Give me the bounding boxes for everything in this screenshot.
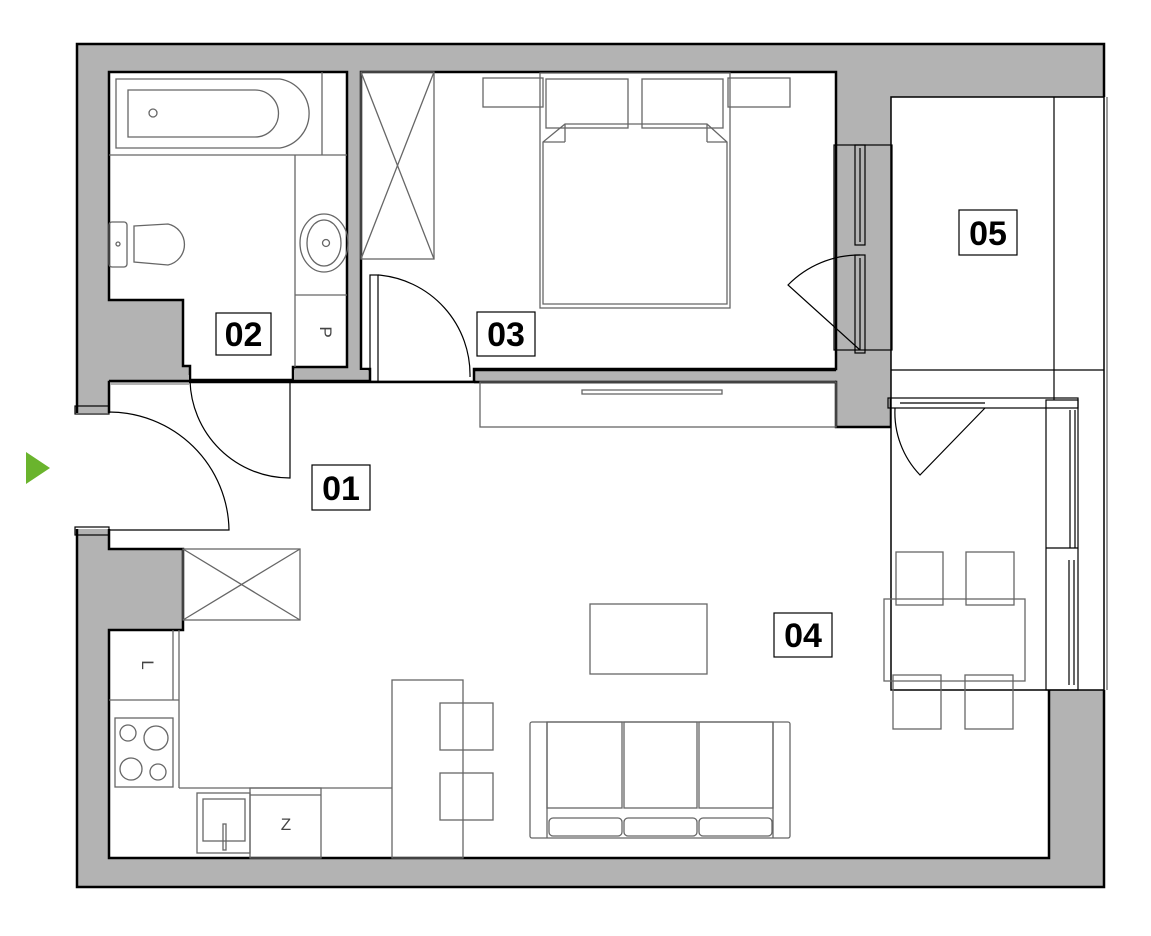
bathroom-cabinet-letter: P xyxy=(316,326,335,337)
dining-set xyxy=(883,551,1026,730)
svg-text:01: 01 xyxy=(322,470,360,508)
room-05-balcony xyxy=(890,96,1105,691)
room-label-05: 05 xyxy=(958,209,1018,256)
svg-text:02: 02 xyxy=(225,316,263,354)
room-label-02: 02 xyxy=(215,312,272,356)
entrance-door[interactable] xyxy=(108,411,230,531)
bed xyxy=(539,72,731,309)
toilet xyxy=(108,221,128,268)
bedroom-door[interactable] xyxy=(377,274,471,378)
wardrobe xyxy=(360,71,435,260)
hob xyxy=(114,717,174,788)
svg-text:04: 04 xyxy=(784,617,822,655)
bar-stool xyxy=(439,772,494,821)
room-03-bedroom xyxy=(359,70,838,384)
kitchen-cabinet-letter: L xyxy=(138,660,157,669)
entrance-opening xyxy=(75,413,111,529)
room-label-04: 04 xyxy=(773,612,833,658)
room-label-03: 03 xyxy=(476,311,536,357)
coffee-table xyxy=(589,603,708,675)
triangle-right-icon xyxy=(26,452,50,484)
svg-text:05: 05 xyxy=(969,215,1007,253)
washbasin xyxy=(299,213,349,273)
kitchen-island xyxy=(391,679,464,859)
living-window xyxy=(1045,399,1079,691)
kitchen-unit-letter: Z xyxy=(281,815,291,834)
bathroom-door[interactable] xyxy=(189,379,291,479)
bathtub xyxy=(115,78,310,149)
room-label-01: 01 xyxy=(311,464,371,511)
fridge xyxy=(182,548,301,621)
balcony-door[interactable] xyxy=(887,397,1079,409)
sofa xyxy=(529,721,791,839)
bar-stool xyxy=(439,702,494,751)
svg-text:03: 03 xyxy=(487,316,525,354)
hall-wardrobe xyxy=(479,381,837,428)
